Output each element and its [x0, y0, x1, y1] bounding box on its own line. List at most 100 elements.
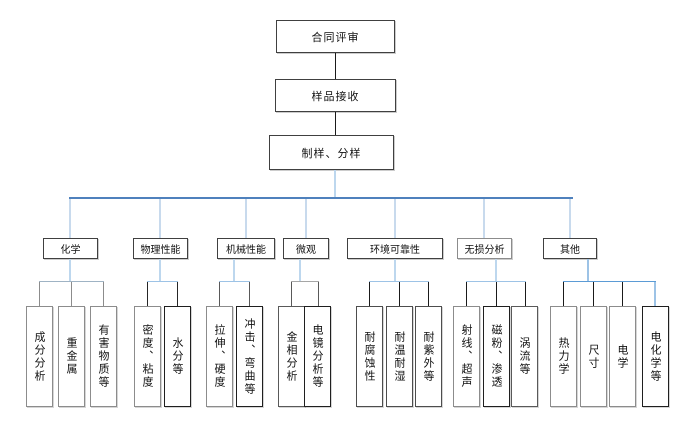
child-density-viscosity: 密度、粘度	[134, 306, 161, 407]
category-physical-properties-label: 物理性能	[140, 245, 181, 256]
child-electron-microscopy: 电镜分析等	[304, 306, 331, 407]
child-corrosion-resistance: 耐腐蚀性	[356, 306, 383, 407]
category-environmental-reliability: 环境可靠性	[347, 238, 443, 259]
child-label: 有害物质等	[97, 324, 110, 389]
connector-receiving-to-prep	[335, 112, 336, 135]
child-label: 金相分析	[285, 330, 298, 383]
child-eddy-current: 涡流等	[511, 306, 538, 407]
drop-harmful-substances	[103, 282, 104, 306]
connector-prep-to-bus	[334, 170, 336, 197]
child-label: 磁粉、渗透	[490, 324, 503, 389]
drop-xray-ultrasonic	[466, 282, 467, 306]
stub-other	[587, 259, 589, 281]
category-other-label: 其他	[560, 245, 580, 256]
child-uv-resistance: 耐紫外等	[415, 306, 442, 407]
node-sample-receiving-label: 样品接收	[311, 89, 360, 103]
category-nondestructive-analysis: 无损分析	[457, 238, 512, 259]
drop-electrochemistry	[654, 282, 656, 306]
category-mechanical-properties-label: 机械性能	[226, 245, 266, 256]
child-label: 耐紫外等	[422, 330, 435, 383]
child-label: 涡流等	[518, 337, 531, 376]
category-microscopic: 微观	[283, 238, 329, 259]
connector-review-to-receiving	[335, 53, 336, 79]
child-label: 电镜分析等	[311, 324, 324, 389]
bracket-mechanical	[219, 281, 250, 282]
child-label: 耐温耐湿	[393, 330, 406, 383]
bus-drop-mechanical	[245, 199, 247, 238]
child-label: 电化学等	[649, 330, 662, 383]
bracket-chemistry	[39, 281, 104, 282]
stub-chemistry	[69, 259, 71, 281]
drop-temp-humidity	[399, 282, 400, 306]
child-label: 拉伸、硬度	[213, 324, 226, 389]
bus-drop-nondestructive	[483, 199, 485, 238]
child-tensile-hardness: 拉伸、硬度	[206, 306, 233, 407]
child-heavy-metals: 重金属	[58, 306, 85, 407]
child-label: 电学	[616, 343, 629, 370]
drop-eddy-current	[525, 282, 526, 306]
child-temp-humidity-resistance: 耐温耐湿	[386, 306, 413, 407]
child-xray-ultrasonic: 射线、超声	[453, 306, 480, 407]
bus-line	[69, 197, 573, 199]
bracket-physical	[147, 281, 178, 282]
drop-metallographic	[291, 282, 292, 306]
drop-thermodynamics	[563, 282, 564, 306]
drop-tensile-hardness	[219, 282, 220, 306]
drop-composition-analysis	[39, 282, 40, 306]
category-chemistry: 化学	[43, 238, 98, 259]
category-nondestructive-analysis-label: 无损分析	[464, 245, 505, 256]
bus-drop-environmental	[394, 199, 396, 238]
child-moisture: 水分等	[164, 306, 191, 407]
node-sample-receiving: 样品接收	[275, 79, 396, 112]
child-magnetic-penetrant: 磁粉、渗透	[483, 306, 510, 407]
drop-corrosion-resistance	[369, 282, 370, 306]
bus-drop-physical	[159, 199, 161, 238]
bus-drop-other	[569, 199, 571, 238]
stub-mechanical	[233, 259, 235, 281]
child-metallographic-analysis: 金相分析	[278, 306, 305, 407]
drop-uv-resistance	[428, 282, 429, 306]
bus-drop-microscopic	[305, 199, 307, 238]
bracket-other	[563, 281, 656, 282]
node-contract-review: 合同评审	[276, 20, 395, 53]
child-label: 密度、粘度	[141, 324, 154, 389]
category-microscopic-label: 微观	[296, 245, 316, 256]
child-label: 重金属	[65, 337, 78, 376]
child-label: 冲击、弯曲等	[243, 317, 256, 396]
drop-moisture	[177, 282, 178, 306]
bracket-microscopic	[291, 281, 319, 282]
child-impact-bending: 冲击、弯曲等	[236, 306, 263, 407]
node-sample-prep: 制样、分样	[269, 135, 394, 170]
drop-impact-bending	[249, 282, 250, 306]
child-dimensions: 尺寸	[580, 306, 607, 407]
child-thermodynamics: 热力学	[550, 306, 577, 407]
drop-electron-microscopy	[318, 282, 319, 306]
bracket-environmental	[369, 281, 429, 282]
child-composition-analysis: 成分分析	[26, 306, 53, 407]
child-label: 水分等	[171, 337, 184, 376]
child-label: 热力学	[557, 337, 570, 376]
drop-density-viscosity	[147, 282, 148, 306]
bracket-nondestructive	[466, 281, 526, 282]
category-chemistry-label: 化学	[60, 245, 81, 256]
child-harmful-substances: 有害物质等	[90, 306, 117, 407]
node-sample-prep-label: 制样、分样	[301, 146, 362, 160]
stub-microscopic	[299, 259, 301, 281]
category-physical-properties: 物理性能	[133, 238, 188, 259]
child-electrical: 电学	[609, 306, 636, 407]
drop-electrical	[622, 282, 623, 306]
stub-physical	[159, 259, 161, 281]
category-environmental-reliability-label: 环境可靠性	[370, 245, 420, 256]
drop-heavy-metals	[71, 282, 72, 306]
node-contract-review-label: 合同评审	[311, 30, 360, 44]
category-mechanical-properties: 机械性能	[217, 238, 275, 259]
stub-environmental	[394, 259, 396, 281]
child-label: 尺寸	[587, 343, 600, 370]
stub-nondestructive	[495, 259, 497, 281]
drop-magnetic-penetrant	[496, 282, 497, 306]
child-label: 耐腐蚀性	[363, 330, 376, 383]
child-label: 射线、超声	[460, 324, 473, 389]
child-electrochemistry: 电化学等	[642, 306, 669, 407]
child-label: 成分分析	[33, 330, 46, 383]
